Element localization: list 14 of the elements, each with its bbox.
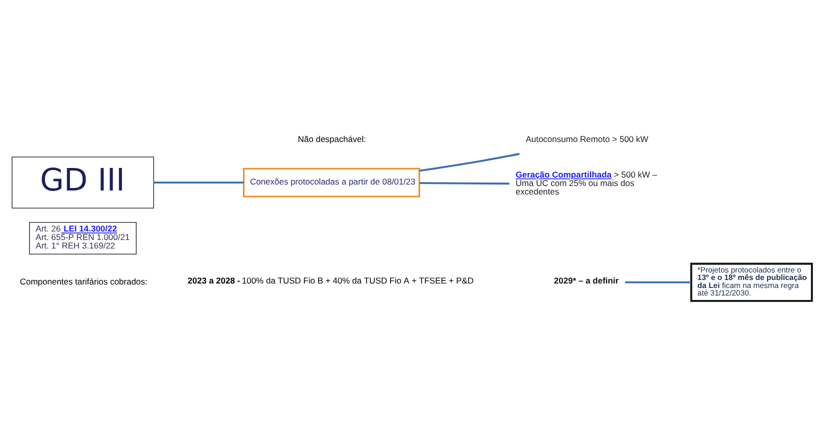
- node-text: Geração Compartilhada > 500 kW – Uma UC com 25% ou mais dos excedentes: [516, 169, 658, 196]
- node-box: GD III: [12, 156, 154, 208]
- label: 2023 a 2028 - 100% da TUSD Fio B + 40% da TUSD Fio A + TFSEE + P&D: [188, 276, 474, 286]
- node-box: Conexões protocoladas a partir de 08/01/23: [243, 168, 420, 198]
- connector: [154, 182, 244, 184]
- node-box: *Projetos protocolados entre o 13º e o 18º mês de publicação da Lei ficam na mesma regra até 31/12/2030.: [690, 262, 813, 302]
- node-text: Autoconsumo Remoto > 500 kW: [526, 134, 648, 144]
- connector: [625, 281, 691, 284]
- label: Não despachável:: [298, 134, 366, 144]
- node-text: 2029* – a definir: [554, 276, 619, 286]
- connector: [419, 152, 520, 172]
- node-box: Art. 26 LEI 14.300/22 Art. 655-P REN 1.000/21 Art. 1° REH 3.169/22: [29, 222, 137, 254]
- connector: [420, 182, 510, 185]
- label: Componentes tarifários cobrados:: [20, 276, 148, 287]
